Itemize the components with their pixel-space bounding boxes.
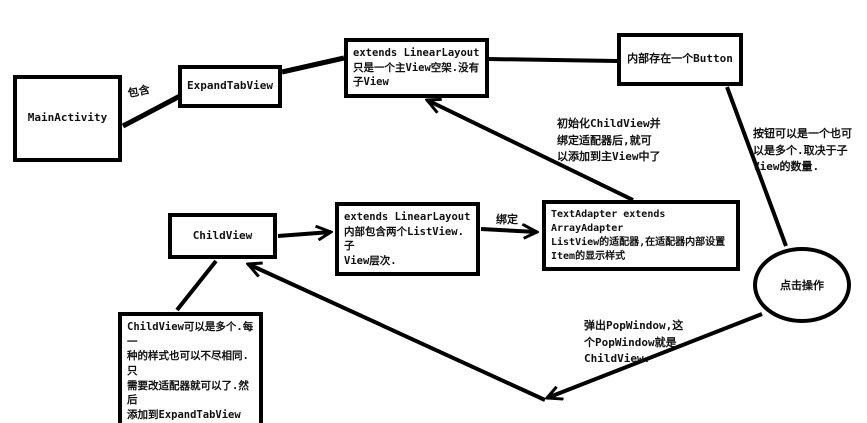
node-main-activity: MainActivity <box>13 75 122 162</box>
edge-childview-childlayout-arrow <box>277 232 331 236</box>
node-expand-tab-view: ExpandTabView <box>178 65 282 108</box>
node-child-layout: extends LinearLayout 内部包含两个ListView.子 Vi… <box>335 202 480 276</box>
label-button-count: 按钮可以是一个也可 以是多个.取决于子 View的数量. <box>753 127 852 173</box>
edge-popwindow-childview-arrow <box>248 264 546 402</box>
node-click-action: 点击操作 <box>753 247 851 323</box>
label-bind: 绑定 <box>496 213 518 226</box>
label-init-child: 初始化ChildView并 绑定适配器后,就可 以添加到主View中了 <box>557 117 661 163</box>
node-inner-button: 内部存在一个Button <box>617 33 743 86</box>
edge-mainactivity-expandtabview <box>121 93 182 129</box>
edge-button-clickaction <box>725 86 788 247</box>
node-child-view: ChildView <box>168 213 277 259</box>
edge-childview-note <box>175 259 218 312</box>
node-main-view-frame: extends LinearLayout 只是一个主View空架.没有 子Vie… <box>344 38 489 98</box>
edge-expandtabview-mainview <box>281 55 345 75</box>
label-popwindow: 弹出PopWindow,这 个PopWindow就是 ChildView. <box>584 319 684 365</box>
edge-mainview-button <box>487 57 618 63</box>
node-text-adapter: TextAdapter extends ArrayAdapter ListVie… <box>542 200 740 271</box>
edge-adapter-to-mainview-arrow <box>427 100 634 202</box>
node-child-view-note: ChildView可以是多个.每一 种的样式也可以不尽相同.只 需要改适配器就可… <box>118 312 263 423</box>
edge-clickaction-popwindow-arrow <box>547 312 763 398</box>
edge-childlayout-textadapter-arrow <box>480 229 537 232</box>
